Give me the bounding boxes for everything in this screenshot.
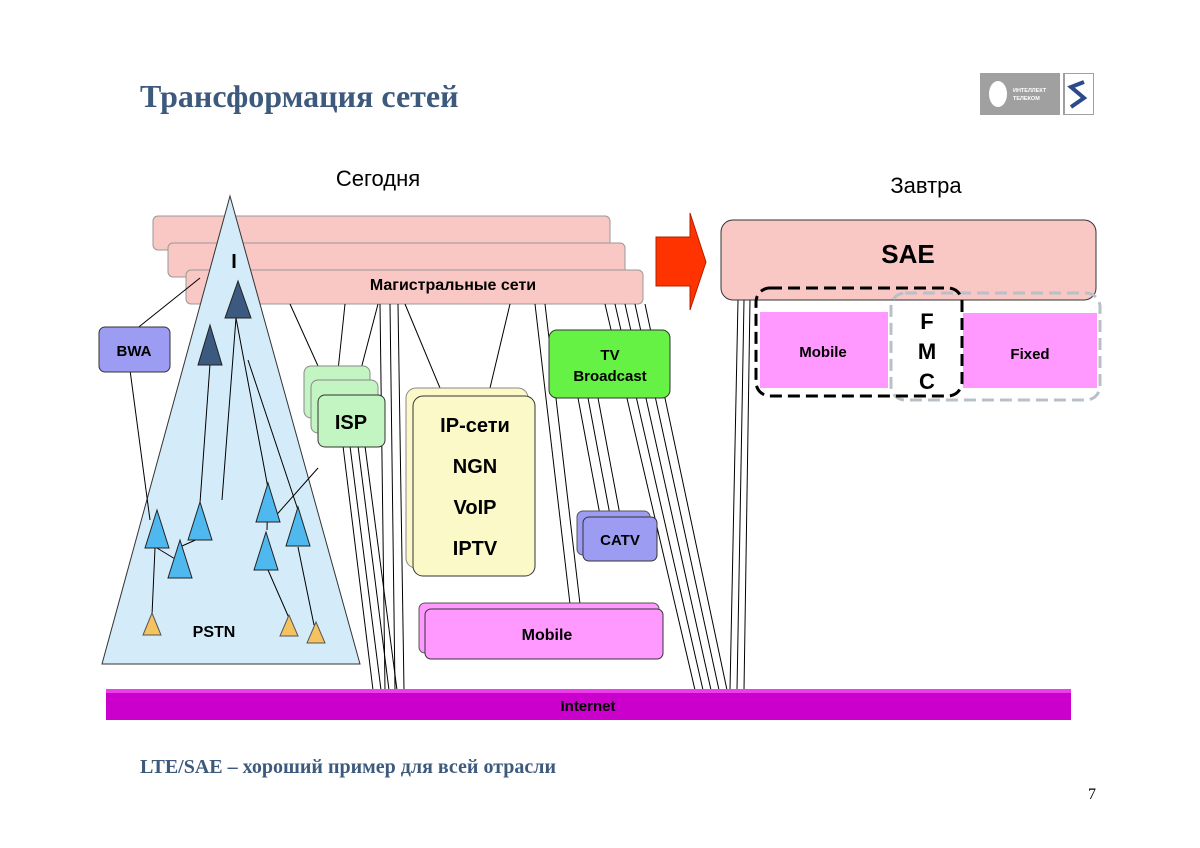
fixed-dashed-group: [889, 291, 1102, 402]
tower-icon: [285, 505, 311, 547]
iptv-label: IPTV: [453, 538, 498, 560]
catv-label: CATV: [600, 532, 640, 549]
internet-bar: [106, 689, 1071, 720]
connection-lines: [129, 277, 751, 691]
backbone-networks: [152, 215, 644, 305]
internet-label: Internet: [560, 698, 615, 715]
catv-box: [582, 516, 658, 562]
tower-icon: [255, 481, 281, 523]
tv-label: TV: [600, 347, 619, 364]
mobile-dashed-group: [754, 286, 964, 398]
tomorrow-heading: Завтра: [890, 173, 962, 198]
tower-icon: [197, 323, 223, 366]
slide-title: Трансформация сетей: [140, 78, 459, 114]
tower-icon: [253, 530, 279, 571]
logo-text-line2: ТЕЛЕКОМ: [1013, 96, 1040, 102]
small-tower-icon: [279, 613, 299, 637]
page-number: 7: [1088, 786, 1096, 803]
fixed-label: Fixed: [1010, 346, 1049, 363]
today-heading: Сегодня: [336, 166, 420, 191]
sae-box: [720, 219, 1097, 301]
bwa-label: BWA: [117, 343, 152, 360]
small-tower-icon: [306, 620, 326, 644]
tomorrow-mobile-box: [760, 312, 888, 388]
backbone-label: Магистральные сети: [370, 277, 536, 294]
ip-networks-stack: [405, 387, 536, 577]
tower-icon: [187, 500, 213, 541]
tower-icon: [224, 279, 252, 319]
cell-towers: [142, 279, 326, 644]
bwa-box: [98, 326, 171, 373]
pyramid-top-label: I: [231, 251, 237, 273]
ngn-label: NGN: [453, 456, 497, 478]
backbone-bar-3: [185, 269, 644, 305]
isp-label: ISP: [335, 412, 367, 434]
voip-label: VoIP: [454, 497, 497, 519]
isp-stack: [303, 365, 386, 448]
fmc-c-label: C: [919, 369, 935, 394]
broadcast-label: Broadcast: [573, 368, 646, 385]
mobile-label: Mobile: [522, 627, 573, 644]
tower-icon: [167, 538, 193, 579]
slide-footer: LTE/SAE – хороший пример для всей отрасл…: [140, 756, 557, 778]
tower-icon: [144, 508, 170, 549]
pstn-label: PSTN: [193, 624, 236, 641]
tomorrow-mobile-label: Mobile: [799, 344, 847, 361]
fmc-f-label: F: [920, 309, 933, 334]
mobile-box: [424, 608, 664, 660]
small-tower-icon: [142, 611, 162, 636]
logo-text-line1: ИНТЕЛЛЕКТ: [1013, 88, 1047, 94]
sae-label: SAE: [881, 239, 934, 269]
tv-broadcast-box: [548, 329, 671, 399]
company-logo: ИНТЕЛЛЕКТ ТЕЛЕКОМ: [980, 72, 1095, 116]
transformation-arrow-icon: [655, 212, 707, 311]
fmc-m-label: M: [918, 339, 936, 364]
fixed-box: [963, 313, 1097, 388]
ip-networks-label: IP-сети: [440, 415, 510, 437]
